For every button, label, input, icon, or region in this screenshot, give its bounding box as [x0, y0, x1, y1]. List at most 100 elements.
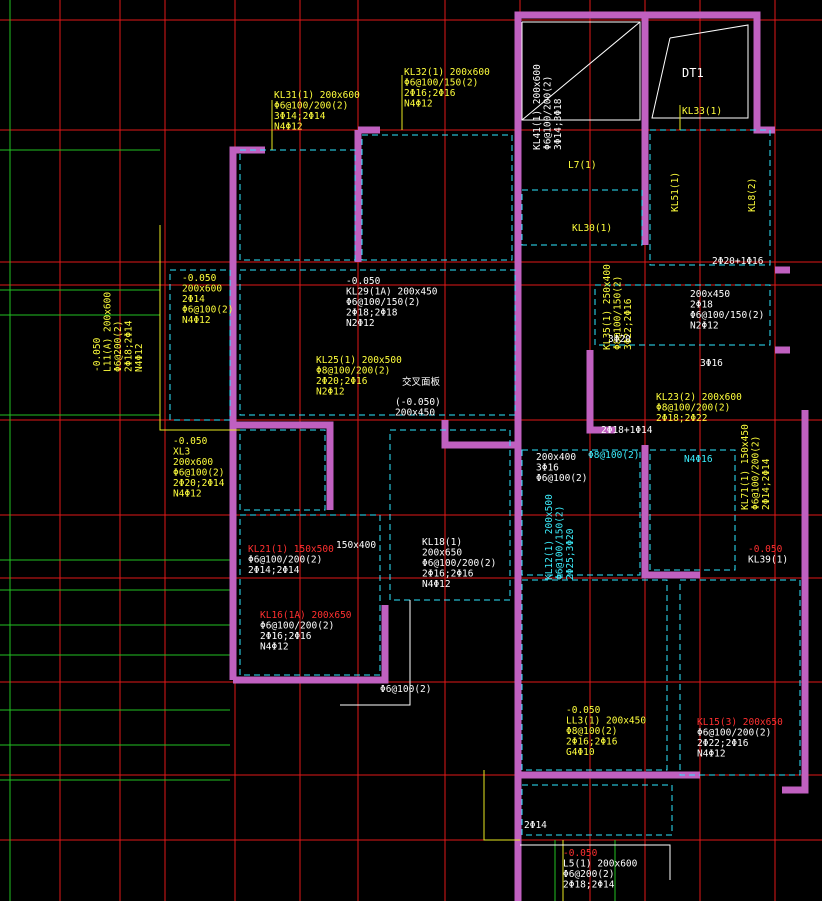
- elevator-label: DT1: [682, 66, 704, 80]
- beam-annotation-line: L5(1) 200x600: [563, 859, 638, 870]
- beam-annotation-line: Φ8@100(2): [566, 726, 617, 737]
- beam-annotation-line: 2Φ18;2Φ18: [346, 308, 398, 319]
- beam-annotation-line: Φ6@100/150(2): [690, 310, 764, 321]
- beam-annotation-line: 200x600: [173, 457, 213, 468]
- beam-annotation-line: -0.050: [346, 276, 381, 287]
- beam-annotation-line: 2Φ16;2Φ16: [404, 88, 456, 99]
- beam-annotation-line: -0.050: [748, 544, 783, 555]
- beam-annotation: 150x400: [336, 540, 376, 551]
- beam-annotation-line: L7(1): [568, 160, 597, 171]
- beam-annotation-line: 200x600: [182, 284, 222, 295]
- beam-annotation-line: 150x400: [336, 540, 376, 551]
- beam-annotation: 3Φ16: [700, 358, 723, 369]
- beam-annotation-line: Φ8@100/150(2): [613, 276, 624, 350]
- beam-annotation-line: Φ6@100(2): [182, 305, 233, 316]
- beam-annotation-line: KL25(1) 200x500: [316, 355, 402, 366]
- beam-annotation-line: 3Φ20: [608, 334, 631, 345]
- beam-annotation-line: 2Φ18;2Φ14: [563, 880, 615, 891]
- beam-annotation-line: 2Φ14: [524, 820, 547, 831]
- beam-annotation: KL18(1)200x650Φ6@100/200(2)2Φ16;2Φ16N4Φ1…: [422, 537, 496, 590]
- beam-annotation-line: KL32(1) 200x600: [404, 67, 490, 78]
- beam-annotation-line: KL30(1): [572, 223, 612, 234]
- beam-annotation: KL33(1): [682, 106, 722, 117]
- beam-annotation-line: Φ6@100/200(2): [422, 558, 496, 569]
- beam-annotation-line: 2Φ25;3Φ20: [565, 528, 576, 580]
- beam-annotation-line: -0.050: [173, 436, 208, 447]
- beam-annotation-line: N4Φ12: [134, 343, 145, 372]
- beam-annotation: N4Φ16: [684, 454, 713, 465]
- beam-annotation-line: 2Φ16;2Φ16: [422, 569, 474, 580]
- dimension-lines-green: [0, 0, 616, 901]
- beam-annotation-line: 2Φ16;2Φ16: [566, 737, 618, 748]
- beam-annotation: 2Φ14: [524, 820, 547, 831]
- beam-annotation: KL8(2): [747, 178, 758, 212]
- beam-annotation-line: KL23(2) 200x600: [656, 392, 742, 403]
- beam-annotation-line: N4Φ12: [422, 579, 451, 590]
- beam-annotation-line: N2Φ12: [690, 321, 719, 332]
- beam-annotation: KL32(1) 200x600Φ6@100/150(2)2Φ16;2Φ16N4Φ…: [404, 67, 490, 110]
- beam-annotation-line: XL3: [173, 447, 190, 458]
- beam-annotation-line: -0.050: [563, 848, 598, 859]
- beam-annotation-line: KL29(1A) 200x450: [346, 287, 438, 298]
- beam-annotation-line: 2Φ20;2Φ16: [316, 376, 368, 387]
- beam-annotation-line: KL12(1) 200x500: [544, 494, 555, 580]
- beam-annotation-line: N2Φ12: [316, 387, 345, 398]
- elevator-shaft: [521, 21, 749, 121]
- beam-annotation-line: Φ6@100/200(2): [260, 621, 334, 632]
- beam-annotation: KL16(1A) 200x650Φ6@100/200(2)2Φ16;2Φ16N4…: [260, 610, 352, 653]
- beam-annotation-line: 2Φ14;2Φ14: [761, 458, 772, 510]
- beam-annotation-line: KL41(1) 200x600: [532, 64, 543, 150]
- beam-annotation-line: 200x400: [536, 452, 576, 463]
- beam-annotation: (-0.050)200x450: [395, 397, 441, 419]
- beam-annotation-line: Φ6@100/200(2): [248, 555, 322, 566]
- leader-lines: [159, 75, 681, 901]
- beam-annotation-line: Φ6@100(2): [536, 473, 587, 484]
- beam-annotation-line: Φ6@100(2): [380, 684, 431, 695]
- beam-annotation-line: KL51(1): [670, 172, 681, 212]
- beam-annotation-line: 2Φ18;2Φ22: [656, 413, 707, 424]
- beam-annotation-line: Φ6@200(2): [563, 869, 614, 880]
- beam-annotation: 2Φ20+1Φ16: [712, 256, 764, 267]
- beam-annotation-line: KL15(3) 200x650: [697, 717, 783, 728]
- beam-annotation-line: Φ8@100/200(2): [316, 366, 390, 377]
- beam-annotation-line: Φ6@100/200(2): [543, 76, 554, 150]
- beam-annotation-line: Φ6@100/200(2): [697, 728, 771, 739]
- beam-annotation-line: Φ8@100/200(2): [656, 403, 730, 414]
- beam-annotation-line: 2Φ14: [182, 294, 205, 305]
- beam-annotation: L7(1): [568, 160, 597, 171]
- beam-annotation-line: 200x650: [422, 548, 462, 559]
- beam-annotation-line: N4Φ12: [182, 315, 211, 326]
- beam-annotation: 2Φ18+1Φ14: [601, 425, 653, 436]
- beam-annotation-line: 3Φ14;2Φ14: [274, 111, 326, 122]
- beam-annotation: KL51(1): [670, 172, 681, 212]
- beam-annotation-line: 2Φ18+1Φ14: [601, 425, 653, 436]
- beam-annotation-line: N4Φ16: [684, 454, 713, 465]
- beam-annotation-line: N4Φ12: [697, 749, 726, 760]
- beam-annotation-line: 3Φ16: [536, 463, 559, 474]
- beam-annotation-line: Φ6@100/200(2): [274, 101, 348, 112]
- beam-annotation-line: N4Φ12: [274, 122, 303, 133]
- beam-annotation-line: Φ6@200(2): [113, 321, 124, 372]
- beam-annotation-line: KL16(1A) 200x650: [260, 610, 352, 621]
- beam-annotation-line: 2Φ18: [690, 300, 713, 311]
- beam-annotation-line: 3Φ14;3Φ18: [553, 98, 564, 150]
- beam-annotation-line: N4Φ12: [260, 642, 289, 653]
- beam-annotation-line: KL35(1) 250x400: [602, 264, 613, 350]
- beam-annotation-line: KL18(1): [422, 537, 462, 548]
- beam-annotation: KL31(1) 200x600Φ6@100/200(2)3Φ14;2Φ14N4Φ…: [274, 90, 360, 133]
- beam-annotation: KL15(3) 200x650Φ6@100/200(2)2Φ22;2Φ16N4Φ…: [697, 717, 783, 760]
